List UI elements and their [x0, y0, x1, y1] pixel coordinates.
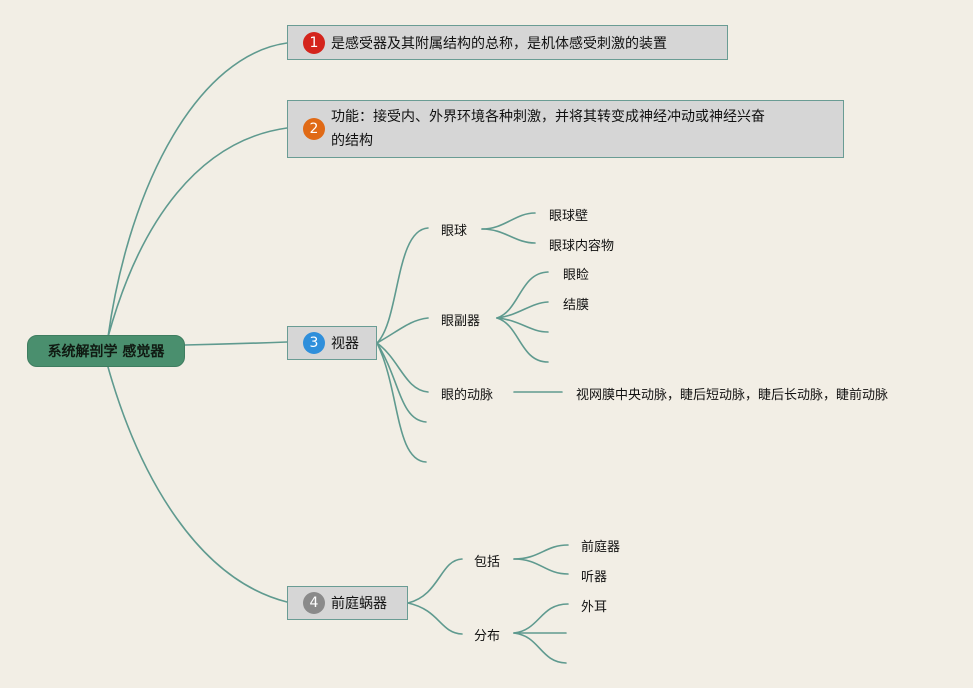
topic-2-text: 功能：接受内、外界环境各种刺激，并将其转变成神经冲动或神经兴奋 的结构	[331, 105, 765, 153]
connector-root-topic3	[184, 341, 288, 346]
branch-include[interactable]: 包括	[472, 551, 503, 570]
leaf-artery-detail[interactable]: 视网膜中央动脉，睫后短动脉，睫后长动脉，睫前动脉	[574, 384, 891, 403]
branch-distribution[interactable]: 分布	[472, 625, 503, 644]
topic-2-text-line2: 的结构	[331, 133, 373, 149]
connector-vision-empty2	[376, 342, 427, 463]
connector-root-topic1	[107, 42, 288, 338]
topic-2-node[interactable]: 2 功能：接受内、外界环境各种刺激，并将其转变成神经冲动或神经兴奋 的结构	[287, 100, 844, 158]
leaf-conjunctiva[interactable]: 结膜	[561, 294, 592, 313]
connector-vision-eyeball	[376, 227, 429, 344]
topic-1-text: 是感受器及其附属结构的总称，是机体感受刺激的装置	[331, 35, 667, 52]
connector-accessory-conjunctiva	[496, 301, 549, 319]
topic-4-text: 前庭蜗器	[331, 596, 387, 612]
leaf-eyeball-content[interactable]: 眼球内容物	[547, 235, 617, 254]
connector-vc-distribution	[407, 602, 463, 635]
connector-vision-empty1	[376, 342, 427, 423]
topic-4-node[interactable]: 4 前庭蜗器	[287, 586, 408, 620]
connector-accessory-empty1	[496, 317, 549, 333]
number-3-icon: 3	[303, 332, 325, 354]
connector-vision-accessory	[376, 317, 429, 344]
number-2-icon: 2	[303, 118, 325, 140]
topic-3-node[interactable]: 3 视器	[287, 326, 377, 360]
leaf-external-ear[interactable]: 外耳	[579, 596, 610, 615]
leaf-eyelid[interactable]: 眼睑	[561, 264, 592, 283]
topic-1-node[interactable]: 1 是感受器及其附属结构的总称，是机体感受刺激的装置	[287, 25, 728, 60]
connector-dist-empty2	[513, 632, 567, 664]
connector-root-topic4	[107, 366, 288, 603]
connector-eyeball-wall	[481, 212, 536, 230]
topic-3-text: 视器	[331, 336, 359, 352]
connector-dist-external	[513, 603, 569, 634]
connector-include-cochlea	[513, 558, 569, 575]
connector-root-topic2	[107, 127, 288, 338]
branch-artery[interactable]: 眼的动脉	[439, 384, 496, 403]
connector-include-vestibule	[513, 544, 569, 560]
connector-eyeball-content	[481, 228, 536, 244]
leaf-cochlea[interactable]: 听器	[579, 566, 610, 585]
connector-vc-include	[407, 558, 463, 604]
topic-2-text-line1: 功能：接受内、外界环境各种刺激，并将其转变成神经冲动或神经兴奋	[331, 109, 765, 125]
connector-accessory-eyelid	[496, 271, 549, 319]
number-1-icon: 1	[303, 31, 325, 54]
branch-accessory[interactable]: 眼副器	[439, 310, 483, 329]
connector-accessory-empty2	[496, 317, 549, 363]
leaf-eyeball-wall[interactable]: 眼球壁	[547, 205, 591, 224]
leaf-vestibule[interactable]: 前庭器	[579, 536, 623, 555]
root-node[interactable]: 系统解剖学 感觉器	[27, 335, 185, 367]
root-node-label: 系统解剖学 感觉器	[47, 344, 165, 360]
branch-eyeball[interactable]: 眼球	[439, 220, 470, 239]
connector-vision-artery	[376, 342, 429, 393]
number-4-icon: 4	[303, 592, 325, 614]
